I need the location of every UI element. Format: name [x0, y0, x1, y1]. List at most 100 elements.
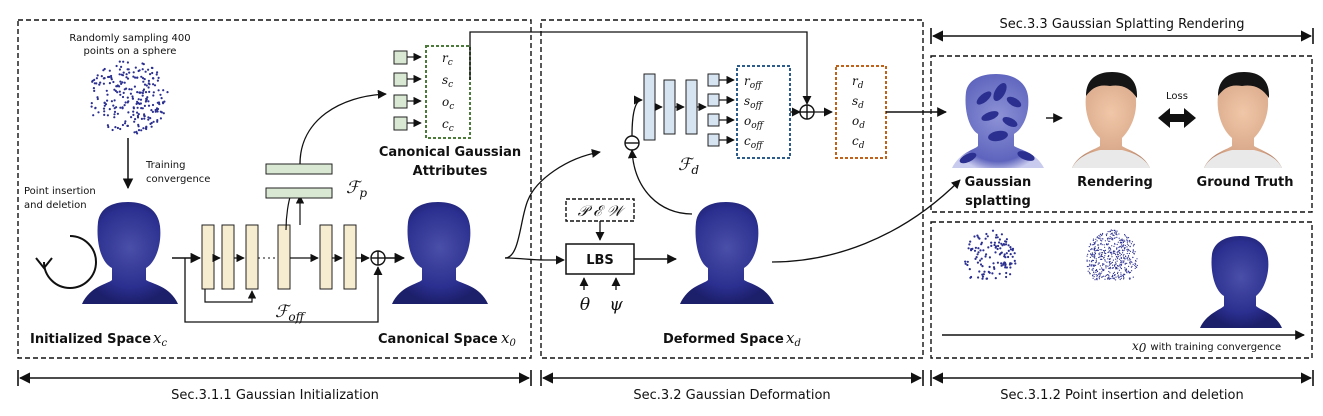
sphere-point [122, 91, 125, 94]
sparse-point [1005, 252, 1008, 255]
medium-point [1099, 272, 1101, 274]
medium-point [1116, 272, 1119, 275]
medium-point [1109, 231, 1111, 233]
section-ruler-render: Sec.3.3 Gaussian Splatting Rendering [930, 17, 1314, 44]
medium-point [1127, 244, 1130, 246]
medium-point [1104, 240, 1106, 242]
medium-point [1114, 265, 1116, 267]
sparse-point [1005, 266, 1009, 269]
sphere-point [157, 89, 160, 92]
sparse-point [964, 262, 967, 265]
medium-point [1107, 239, 1109, 241]
sphere-point [156, 120, 159, 123]
medium-point [1117, 258, 1119, 260]
sphere-point [136, 111, 139, 114]
medium-point [1109, 260, 1111, 263]
medium-point [1098, 254, 1100, 256]
medium-point [1108, 262, 1111, 264]
sphere-point [121, 81, 124, 84]
sphere-point [137, 113, 140, 116]
medium-point [1104, 246, 1106, 248]
medium-point [1095, 238, 1097, 240]
medium-point [1092, 269, 1094, 271]
sphere-point [137, 102, 140, 105]
sphere-point [105, 89, 108, 92]
sparse-point [1007, 255, 1010, 259]
offset-attr-3: coff [744, 134, 764, 151]
medium-point [1118, 251, 1120, 253]
sphere-point [107, 75, 110, 79]
medium-point [1127, 256, 1129, 258]
sphere-point [128, 71, 131, 74]
medium-point [1090, 254, 1092, 256]
medium-point [1128, 271, 1130, 273]
medium-point [1096, 240, 1098, 242]
medium-point [1104, 260, 1106, 262]
medium-point [1094, 243, 1096, 245]
medium-point [1107, 251, 1109, 254]
sphere-point [98, 83, 101, 86]
sparse-point [973, 249, 977, 252]
offset-attr-0: roff [744, 74, 763, 91]
medium-point [1098, 256, 1100, 259]
medium-point [1131, 265, 1133, 267]
medium-point [1123, 261, 1125, 263]
medium-point [1133, 253, 1135, 255]
sphere-point [102, 82, 105, 85]
medium-point [1108, 264, 1111, 266]
medium-point [1094, 264, 1096, 266]
medium-point [1103, 256, 1105, 259]
medium-point [1106, 233, 1108, 235]
medium-point [1101, 267, 1103, 269]
medium-point [1096, 249, 1098, 251]
medium-point [1092, 259, 1094, 262]
dense-head [1200, 236, 1282, 328]
medium-point [1092, 277, 1094, 279]
medium-point [1102, 255, 1104, 258]
sparse-point [990, 241, 993, 244]
sparse-point [964, 260, 967, 263]
medium-point [1112, 239, 1114, 241]
medium-point [1116, 266, 1118, 269]
medium-point [1119, 258, 1121, 260]
medium-point [1136, 258, 1138, 260]
medium-point [1096, 279, 1098, 281]
sphere-point-cloud [90, 60, 169, 135]
medium-point [1099, 265, 1101, 267]
medium-point [1092, 254, 1094, 256]
medium-point [1111, 229, 1113, 232]
sphere-point [118, 73, 121, 76]
medium-point [1108, 275, 1110, 277]
sphere-point [96, 74, 99, 77]
medium-point [1103, 268, 1105, 270]
medium-point [1097, 247, 1099, 249]
medium-point [1111, 254, 1113, 256]
sparse-point [1000, 242, 1003, 245]
medium-point [1124, 262, 1126, 264]
medium-point [1123, 239, 1125, 241]
medium-point [1096, 277, 1098, 279]
medium-point [1097, 249, 1099, 251]
medium-point [1101, 233, 1103, 235]
sphere-point [142, 127, 145, 130]
sparse-point [1007, 249, 1010, 252]
medium-point [1114, 252, 1116, 254]
sphere-point [90, 105, 93, 108]
medium-point [1115, 276, 1117, 278]
sparse-point [984, 255, 987, 258]
medium-point [1113, 274, 1115, 276]
medium-point [1092, 238, 1095, 240]
sphere-point [132, 71, 135, 74]
medium-point [1086, 260, 1088, 262]
sphere-point [162, 89, 165, 92]
medium-point [1111, 267, 1113, 269]
sparse-point [996, 247, 999, 251]
sphere-point [151, 66, 154, 70]
medium-point [1109, 248, 1111, 250]
sparse-point [976, 261, 980, 264]
sphere-point [143, 104, 146, 107]
sparse-point [1007, 244, 1010, 247]
sphere-point [141, 94, 144, 97]
medium-point [1096, 275, 1098, 277]
medium-point [1094, 262, 1097, 264]
